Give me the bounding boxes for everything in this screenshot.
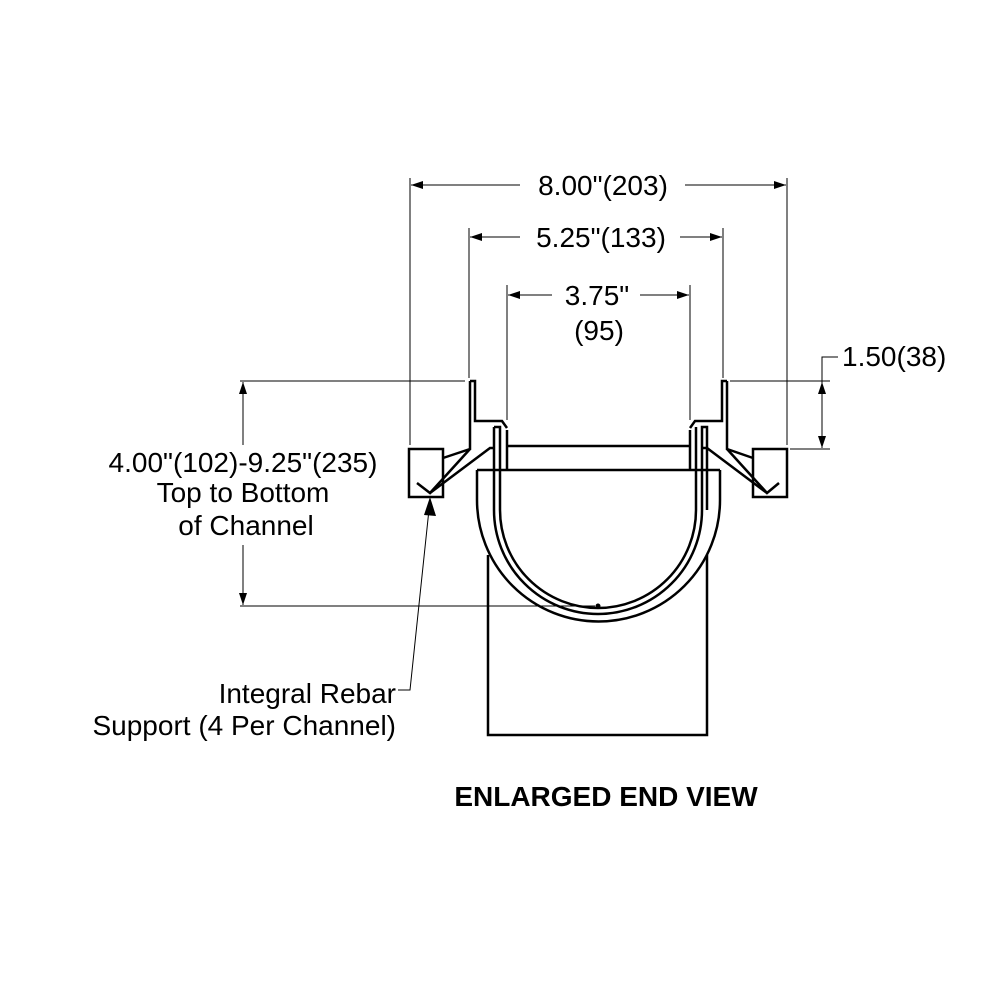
right-frame [688,379,789,499]
channel-width-in-label: 3.75" [565,280,629,311]
left-frame [407,379,509,499]
extension-lines [240,178,830,607]
callout-line-1: Integral Rebar [219,678,396,709]
overall-width-label: 8.00"(203) [538,170,668,201]
frame-height-label: 1.50(38) [842,341,946,372]
grate-width-label: 5.25"(133) [536,222,666,253]
view-title: ENLARGED END VIEW [454,781,758,812]
dimension-lines [239,181,838,691]
callout-line-2: Support (4 Per Channel) [92,710,396,741]
channel-width-mm-label: (95) [574,315,624,346]
depth-label-1: 4.00"(102)-9.25"(235) [109,447,378,478]
channel-body [475,425,722,737]
depth-label-3: of Channel [178,510,313,541]
depth-label-2: Top to Bottom [157,477,330,508]
